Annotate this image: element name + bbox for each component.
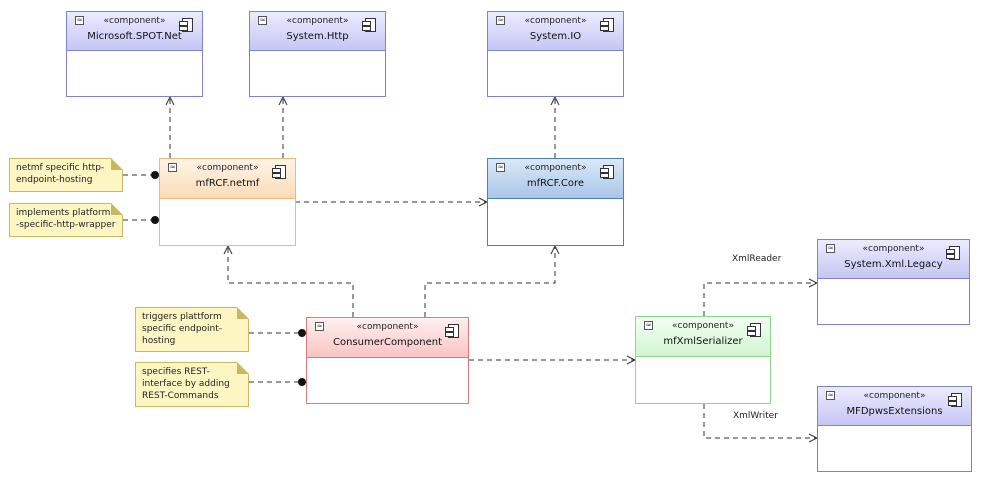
collapse-icon[interactable]: ≈	[644, 321, 653, 330]
collapse-icon[interactable]: ≈	[315, 322, 324, 331]
component-spot-net[interactable]: ≈ «component» Microsoft.SPOT.Net	[66, 11, 203, 97]
note-rest-interface[interactable]: specifies REST- interface by adding REST…	[135, 362, 249, 407]
component-name: System.IO	[529, 31, 582, 42]
collapse-icon[interactable]: ≈	[496, 16, 505, 25]
note-text: implements platform -specific-http-wrapp…	[16, 208, 116, 230]
note-netmf-hosting[interactable]: netmf specific http- endpoint-hosting	[9, 158, 123, 192]
component-mfrcf-core[interactable]: ≈ «component» mfRCF.Core	[487, 158, 624, 246]
dep-consumer-to-core	[424, 246, 555, 317]
note-fold-icon	[111, 203, 123, 215]
component-stereotype: «component»	[286, 16, 349, 26]
note-anchor-n3	[298, 329, 306, 337]
component-name: Microsoft.SPOT.Net	[87, 31, 182, 42]
component-name: System.Http	[286, 31, 349, 42]
component-name: mfRCF.netmf	[195, 178, 260, 189]
collapse-icon[interactable]: ≈	[75, 16, 84, 25]
note-anchor-n1	[151, 171, 159, 179]
note-fold-icon	[111, 158, 123, 170]
component-icon	[600, 165, 614, 179]
component-icon	[179, 18, 193, 32]
note-text: specifies REST- interface by adding REST…	[142, 367, 230, 401]
edge-label-xmlreader: XmlReader	[732, 254, 782, 264]
note-fold-icon	[237, 307, 249, 319]
component-stereotype: «component»	[672, 321, 734, 331]
component-stereotype: «component»	[356, 322, 419, 332]
component-stereotype: «component»	[863, 391, 926, 401]
edge-label-xmlwriter: XmlWriter	[733, 411, 778, 421]
component-name: MFDpwsExtensions	[846, 406, 943, 417]
component-icon	[600, 18, 614, 32]
component-consumer[interactable]: ≈ «component» ConsumerComponent	[306, 317, 469, 404]
collapse-icon[interactable]: ≈	[826, 391, 835, 400]
component-name: mfRCF.Core	[526, 178, 585, 189]
note-anchor-n4	[298, 378, 306, 386]
component-system-http[interactable]: ≈ «component» System.Http	[249, 11, 386, 97]
component-icon	[946, 246, 960, 260]
dep-serializer-to-xml-legacy	[703, 283, 817, 316]
note-http-wrapper[interactable]: implements platform -specific-http-wrapp…	[9, 203, 123, 237]
collapse-icon[interactable]: ≈	[826, 244, 835, 253]
component-icon	[362, 18, 376, 32]
component-icon	[445, 324, 459, 338]
component-system-io[interactable]: ≈ «component» System.IO	[487, 11, 624, 97]
component-name: System.Xml.Legacy	[844, 259, 943, 270]
collapse-icon[interactable]: ≈	[168, 163, 177, 172]
component-mfxmlserializer[interactable]: ≈ «component» mfXmlSerializer	[635, 316, 771, 404]
dep-serializer-to-dpws	[703, 404, 817, 438]
note-text: netmf specific http- endpoint-hosting	[16, 163, 105, 185]
note-text: triggers plattform specific endpoint- ho…	[142, 312, 223, 346]
component-icon	[747, 323, 761, 337]
component-mfdpws-extensions[interactable]: ≈ «component» MFDpwsExtensions	[817, 386, 972, 472]
component-stereotype: «component»	[524, 16, 587, 26]
component-icon	[948, 393, 962, 407]
component-stereotype: «component»	[196, 163, 259, 173]
component-system-xml-legacy[interactable]: ≈ «component» System.Xml.Legacy	[817, 239, 970, 325]
component-stereotype: «component»	[862, 244, 925, 254]
collapse-icon[interactable]: ≈	[258, 16, 267, 25]
component-stereotype: «component»	[524, 163, 587, 173]
note-anchor-n2	[151, 216, 159, 224]
component-icon	[272, 165, 286, 179]
component-mfrcf-netmf[interactable]: ≈ «component» mfRCF.netmf	[159, 158, 296, 246]
note-fold-icon	[237, 362, 249, 374]
component-name: ConsumerComponent	[332, 337, 443, 348]
note-triggers-hosting[interactable]: triggers plattform specific endpoint- ho…	[135, 307, 249, 352]
component-stereotype: «component»	[103, 16, 166, 26]
collapse-icon[interactable]: ≈	[496, 163, 505, 172]
component-name: mfXmlSerializer	[663, 336, 743, 347]
